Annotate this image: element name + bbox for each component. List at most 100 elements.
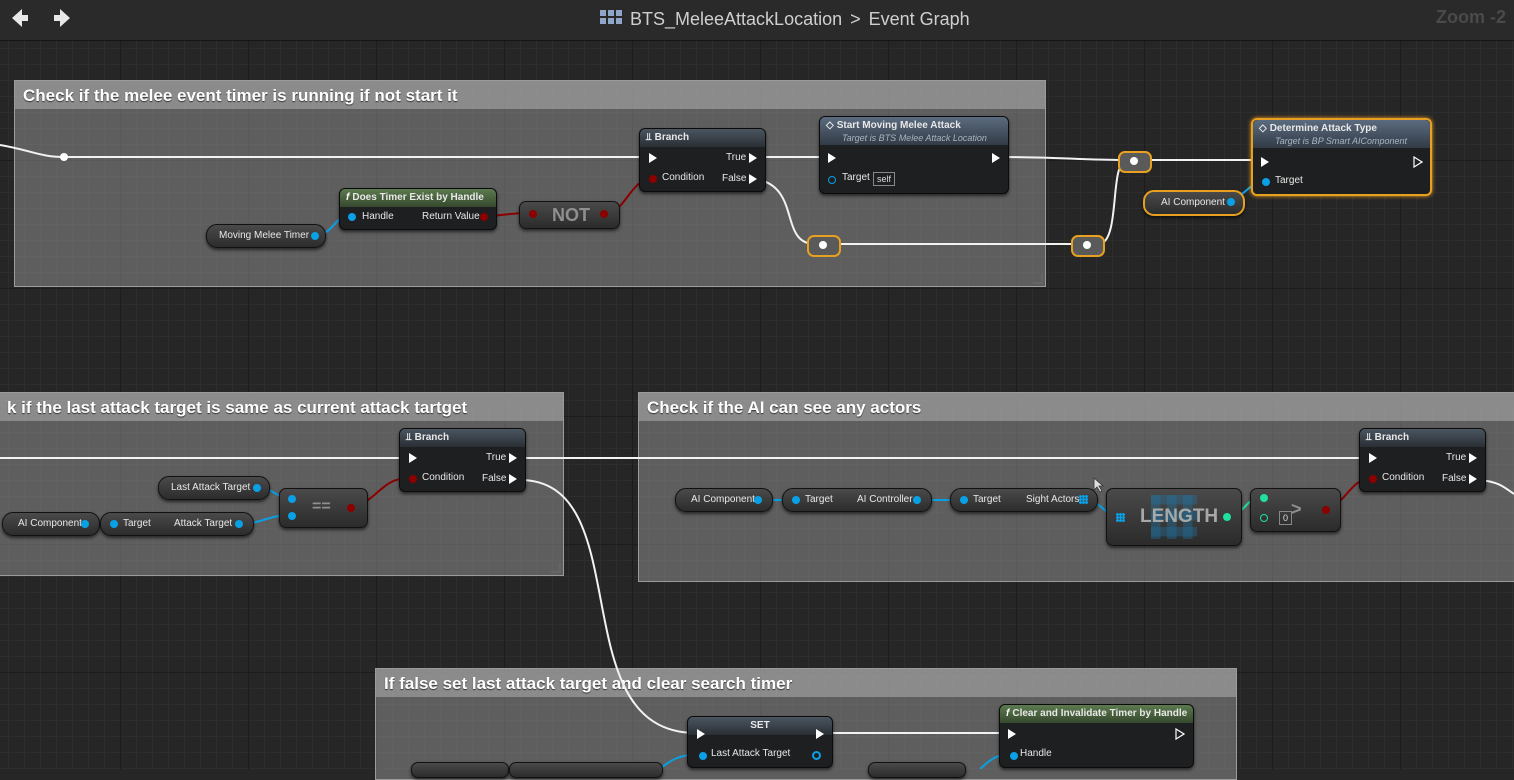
pin-label: Sight Actors [1026, 494, 1080, 505]
node-set-last-attack-target[interactable]: SET Last Attack Target [687, 716, 833, 768]
array-pin-icon[interactable] [1079, 495, 1088, 504]
input-pin-target[interactable] [792, 496, 800, 504]
partial-node[interactable] [411, 762, 509, 778]
exec-in-pin[interactable] [697, 729, 705, 739]
exec-out-pin[interactable] [1413, 156, 1423, 168]
output-pin[interactable] [1227, 198, 1235, 206]
default-value-box[interactable]: 0 [1279, 511, 1293, 525]
forward-button[interactable] [50, 6, 74, 30]
exec-out-false[interactable] [1469, 474, 1477, 484]
exec-in-pin[interactable] [409, 453, 417, 463]
comment-title: Check if the melee event timer is runnin… [15, 81, 1045, 109]
exec-out-true[interactable] [749, 153, 757, 163]
node-length[interactable]: LENGTH [1106, 488, 1242, 546]
pin-label: Condition [1382, 472, 1425, 483]
exec-in-pin[interactable] [828, 153, 836, 163]
exec-out-false[interactable] [509, 474, 517, 484]
exec-in-pin[interactable] [649, 153, 657, 163]
exec-in-pin[interactable] [1008, 729, 1016, 739]
node-get-ai-controller[interactable]: Target AI Controller [782, 488, 932, 512]
exec-out-pin[interactable] [816, 729, 824, 739]
variable-label: Moving Melee Timer [219, 230, 310, 241]
mouse-cursor-icon [1093, 477, 1105, 493]
node-branch-3[interactable]: ⫫Branch True Condition False [1359, 428, 1486, 492]
variable-ai-component-top[interactable]: AI Component [1143, 190, 1245, 216]
output-pin[interactable] [81, 520, 89, 528]
input-pin-handle[interactable] [348, 213, 356, 221]
reroute-node[interactable] [807, 235, 841, 257]
variable-last-attack-target[interactable]: Last Attack Target [158, 476, 270, 500]
blueprint-name-crumb[interactable]: BTS_MeleeAttackLocation [630, 8, 843, 29]
node-branch-2[interactable]: ⫫Branch True Condition False [399, 428, 526, 492]
comment-title: If false set last attack target and clea… [376, 669, 1236, 697]
node-start-moving-melee-attack[interactable]: ◇Start Moving Melee Attack Target is BTS… [819, 116, 1009, 194]
node-title: Does Timer Exist by Handle [352, 192, 484, 203]
node-get-attack-target[interactable]: Target Attack Target [100, 512, 254, 536]
exec-in-pin[interactable] [1369, 453, 1377, 463]
pin-label: Attack Target [174, 518, 233, 529]
exec-out-hollow-icon[interactable] [1175, 728, 1185, 740]
variable-moving-melee-timer[interactable]: Moving Melee Timer [206, 224, 326, 248]
node-equal[interactable]: == [279, 488, 368, 528]
input-pin[interactable] [529, 210, 537, 218]
exec-out-pin[interactable] [992, 153, 1000, 163]
input-pin-condition[interactable] [409, 475, 417, 483]
input-pin-handle[interactable] [1010, 752, 1018, 760]
back-button[interactable] [8, 6, 32, 30]
exec-in-pin[interactable] [1261, 157, 1269, 167]
output-pin[interactable] [754, 496, 762, 504]
input-pin-a[interactable] [1260, 494, 1268, 502]
node-get-sight-actors[interactable]: Target Sight Actors [950, 488, 1098, 512]
operator-label: NOT [552, 205, 590, 225]
output-pin[interactable] [1223, 513, 1231, 521]
resize-handle[interactable] [551, 563, 561, 573]
output-pin[interactable] [1322, 506, 1330, 514]
node-not[interactable]: NOT [519, 201, 620, 229]
input-pin-condition[interactable] [1369, 475, 1377, 483]
partial-node[interactable] [868, 762, 966, 778]
node-title: Branch [1374, 432, 1410, 443]
input-pin-a[interactable] [288, 495, 296, 503]
input-pin-b[interactable] [288, 512, 296, 520]
output-pin[interactable] [311, 232, 319, 240]
partial-node[interactable] [509, 762, 663, 778]
reroute-node[interactable] [1071, 235, 1105, 257]
reroute-node[interactable] [1118, 151, 1152, 173]
input-pin-target[interactable] [110, 520, 118, 528]
output-pin[interactable] [235, 520, 243, 528]
node-branch-1[interactable]: ⫫Branch True Condition False [639, 128, 766, 192]
input-pin-target[interactable] [828, 176, 836, 184]
output-pin[interactable] [347, 504, 355, 512]
node-greater-than[interactable]: 0 > [1250, 488, 1341, 532]
output-pin[interactable] [600, 210, 608, 218]
node-determine-attack-type[interactable]: ◇Determine Attack Type Target is BP Smar… [1251, 118, 1432, 196]
input-pin-b[interactable] [1260, 514, 1268, 522]
input-pin-condition[interactable] [649, 175, 657, 183]
array-grid-icon [1151, 495, 1197, 539]
graph-header-bar: BTS_MeleeAttackLocation > Event Graph Zo… [0, 0, 1514, 41]
exec-out-true[interactable] [509, 453, 517, 463]
exec-out-true[interactable] [1469, 453, 1477, 463]
variable-ai-component-left[interactable]: AI Component [2, 512, 100, 536]
resize-handle[interactable] [1033, 274, 1043, 284]
graph-name-crumb[interactable]: Event Graph [868, 8, 970, 29]
array-pin-icon[interactable] [1116, 513, 1125, 522]
variable-ai-component-mid[interactable]: AI Component [675, 488, 773, 512]
input-pin-target[interactable] [1262, 178, 1270, 186]
exec-out-false[interactable] [749, 174, 757, 184]
input-pin-target[interactable] [960, 496, 968, 504]
output-pin[interactable] [812, 751, 821, 760]
node-title: Branch [414, 432, 450, 443]
node-title: Start Moving Melee Attack [836, 120, 961, 131]
output-pin[interactable] [253, 484, 261, 492]
node-subtitle: Target is BP Smart AIComponent [1275, 136, 1408, 146]
output-pin[interactable] [913, 496, 921, 504]
pin-label: Handle [1020, 748, 1052, 759]
output-pin-return[interactable] [480, 213, 488, 221]
pin-label: True [1446, 452, 1467, 463]
input-pin-value[interactable] [699, 752, 707, 760]
